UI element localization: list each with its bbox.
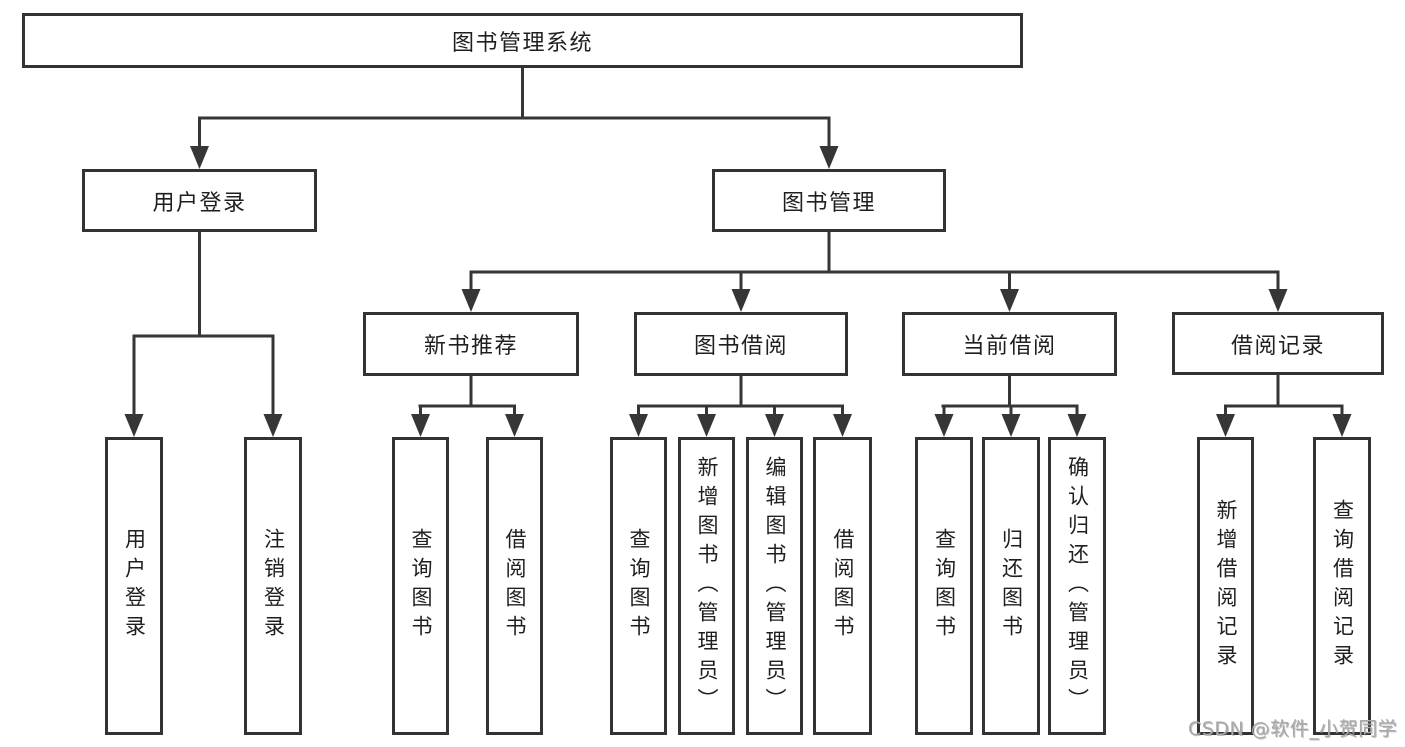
leaf-add-books-admin: 新增图书（管理员）	[678, 437, 735, 735]
node-book-borrowing: 图书借阅	[634, 312, 848, 376]
leaf-query-books-borrow: 查询图书	[610, 437, 667, 735]
leaf-borrow-books-newbook: 借阅图书	[486, 437, 543, 735]
leaf-add-borrow-record: 新增借阅记录	[1197, 437, 1254, 735]
node-current-borrowing: 当前借阅	[902, 312, 1117, 376]
node-new-book-recommendation: 新书推荐	[363, 312, 579, 376]
leaf-borrow-books-borrow: 借阅图书	[813, 437, 872, 735]
csdn-watermark: CSDN @软件_小贺同学	[1188, 718, 1398, 740]
leaf-confirm-return-admin: 确认归还（管理员）	[1048, 437, 1106, 735]
leaf-user-login: 用户登录	[105, 437, 163, 735]
leaf-edit-books-admin: 编辑图书（管理员）	[746, 437, 803, 735]
leaf-query-books-newbook: 查询图书	[392, 437, 449, 735]
node-root: 图书管理系统	[22, 13, 1023, 68]
leaf-query-books-current: 查询图书	[915, 437, 973, 735]
node-borrowing-records: 借阅记录	[1172, 312, 1384, 375]
node-book-management: 图书管理	[712, 169, 946, 232]
node-user-login: 用户登录	[82, 169, 317, 232]
leaf-return-books: 归还图书	[982, 437, 1040, 735]
leaf-query-borrow-record: 查询借阅记录	[1313, 437, 1371, 735]
leaf-logout: 注销登录	[244, 437, 302, 735]
